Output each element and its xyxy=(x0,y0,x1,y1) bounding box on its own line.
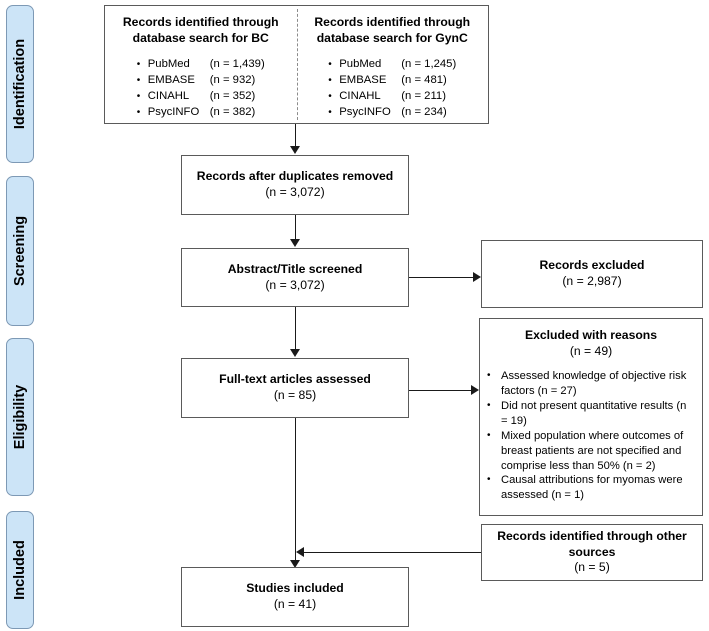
stage-included-label: Included xyxy=(12,540,28,600)
connector-screened-to-fulltext xyxy=(295,307,296,350)
source-item: • CINAHL (n = 352) xyxy=(137,88,265,104)
bullet-icon: • xyxy=(487,370,491,382)
connector-identification-to-duplicates xyxy=(295,124,296,147)
studies-included-title: Studies included xyxy=(246,581,344,596)
source-item: • CINAHL (n = 211) xyxy=(328,88,456,104)
excluded-with-reasons-title: Excluded with reasons xyxy=(524,328,658,342)
studies-included-box: Studies included (n = 41) xyxy=(181,567,409,627)
studies-included-count: (n = 41) xyxy=(273,597,317,611)
duplicates-removed-box: Records after duplicates removed (n = 3,… xyxy=(181,155,409,215)
source-item: • EMBASE (n = 932) xyxy=(137,72,265,88)
fulltext-assessed-title: Full-text articles assessed xyxy=(219,372,371,387)
connector-other-sources-to-included xyxy=(304,552,481,553)
abstract-title-screened-count: (n = 3,072) xyxy=(265,277,325,292)
bullet-icon: • xyxy=(136,107,141,119)
connector-fulltext-to-reasons xyxy=(409,390,471,391)
bullet-icon: • xyxy=(487,474,491,486)
list-item: • Causal attributions for myomas were as… xyxy=(487,473,695,503)
stage-eligibility-label: Eligibility xyxy=(12,384,28,450)
source-column-gync-title: Records identified through database sear… xyxy=(314,15,471,45)
list-item: • Assessed knowledge of objective risk f… xyxy=(487,369,695,399)
source-item: • PubMed (n = 1,245) xyxy=(328,56,456,72)
arrow-other-sources-to-included xyxy=(296,547,304,557)
source-column-bc: Records identified through database sear… xyxy=(105,6,297,123)
source-list-bc: • PubMed (n = 1,439) • EMBASE (n = 932) … xyxy=(137,56,265,121)
source-item: • PubMed (n = 1,439) xyxy=(137,56,265,72)
bullet-icon: • xyxy=(328,74,332,86)
list-item: • Mixed population where outcomes of bre… xyxy=(487,429,695,474)
other-sources-count: (n = 5) xyxy=(574,560,610,575)
source-count: (n = 382) xyxy=(209,106,256,119)
connector-screened-to-excluded xyxy=(409,277,473,278)
bullet-icon: • xyxy=(328,107,332,119)
source-count: (n = 234) xyxy=(401,106,447,119)
records-excluded-count: (n = 2,987) xyxy=(562,274,622,288)
arrow-screened-to-excluded xyxy=(473,272,481,282)
exclusion-reason-text: Assessed knowledge of objective risk fac… xyxy=(501,370,687,398)
source-count: (n = 352) xyxy=(209,90,256,103)
other-sources-title: Records identified through other sources xyxy=(497,529,687,559)
exclusion-reason-text: Did not present quantitative results (n … xyxy=(501,400,687,427)
bullet-icon: • xyxy=(136,58,141,70)
bullet-icon: • xyxy=(487,429,491,441)
stage-screening-label: Screening xyxy=(12,215,28,287)
arrow-fulltext-to-reasons xyxy=(471,385,479,395)
bullet-icon: • xyxy=(136,91,141,103)
stage-identification-label: Identification xyxy=(12,38,28,130)
source-name: PsycINFO xyxy=(147,106,200,119)
source-count: (n = 1,245) xyxy=(401,57,457,70)
exclusion-reason-text: Causal attributions for myomas were asse… xyxy=(501,474,683,502)
connector-fulltext-to-included xyxy=(295,418,296,561)
stage-screening: Screening xyxy=(6,176,34,326)
source-count: (n = 211) xyxy=(401,90,446,103)
source-name: PsycINFO xyxy=(339,106,391,119)
source-count: (n = 1,439) xyxy=(209,57,265,70)
stage-identification: Identification xyxy=(6,5,34,163)
duplicates-removed-count: (n = 3,072) xyxy=(265,185,325,199)
source-name: CINAHL xyxy=(339,90,381,103)
source-name: EMBASE xyxy=(147,73,195,86)
abstract-title-screened-box: Abstract/Title screened (n = 3,072) xyxy=(181,248,409,307)
arrow-identification-to-duplicates xyxy=(290,146,300,154)
excluded-with-reasons-box: Excluded with reasons (n = 49) • Assesse… xyxy=(479,318,703,516)
connector-duplicates-to-screened xyxy=(295,215,296,240)
records-excluded-title: Records excluded xyxy=(539,258,645,273)
source-name: EMBASE xyxy=(339,73,387,86)
source-item: • EMBASE (n = 481) xyxy=(328,72,456,88)
records-excluded-box: Records excluded (n = 2,987) xyxy=(481,240,703,308)
excluded-with-reasons-header: Excluded with reasons (n = 49) xyxy=(487,328,695,359)
list-item: • Did not present quantitative results (… xyxy=(487,399,695,429)
source-name: PubMed xyxy=(339,57,382,70)
source-name: PubMed xyxy=(147,57,190,70)
source-column-gync: Records identified through database sear… xyxy=(297,6,489,123)
arrow-screened-to-fulltext xyxy=(290,349,300,357)
column-divider xyxy=(296,9,298,120)
arrow-duplicates-to-screened xyxy=(290,239,300,247)
source-name: CINAHL xyxy=(147,90,190,103)
identification-box: Records identified through database sear… xyxy=(104,5,489,124)
bullet-icon: • xyxy=(328,58,332,70)
source-count: (n = 481) xyxy=(401,73,447,86)
other-sources-box: Records identified through other sources… xyxy=(481,524,703,581)
source-item: • PsycINFO (n = 234) xyxy=(328,104,456,120)
fulltext-assessed-box: Full-text articles assessed (n = 85) xyxy=(181,358,409,418)
exclusion-reason-list: • Assessed knowledge of objective risk f… xyxy=(487,369,695,503)
fulltext-assessed-count: (n = 85) xyxy=(273,388,317,402)
stage-eligibility: Eligibility xyxy=(6,338,34,496)
exclusion-reason-text: Mixed population where outcomes of breas… xyxy=(501,429,684,472)
stage-included: Included xyxy=(6,511,34,629)
abstract-title-screened-title: Abstract/Title screened xyxy=(227,261,363,276)
source-item: • PsycINFO (n = 382) xyxy=(137,104,265,120)
arrow-fulltext-to-included xyxy=(290,560,300,568)
source-count: (n = 932) xyxy=(209,73,256,86)
bullet-icon: • xyxy=(487,400,491,411)
duplicates-removed-title: Records after duplicates removed xyxy=(196,169,394,184)
bullet-icon: • xyxy=(136,74,141,86)
excluded-with-reasons-count: (n = 49) xyxy=(569,343,613,358)
bullet-icon: • xyxy=(328,91,332,103)
source-list-gync: • PubMed (n = 1,245) • EMBASE (n = 481) … xyxy=(328,56,456,121)
source-column-bc-title: Records identified through database sear… xyxy=(122,15,279,45)
